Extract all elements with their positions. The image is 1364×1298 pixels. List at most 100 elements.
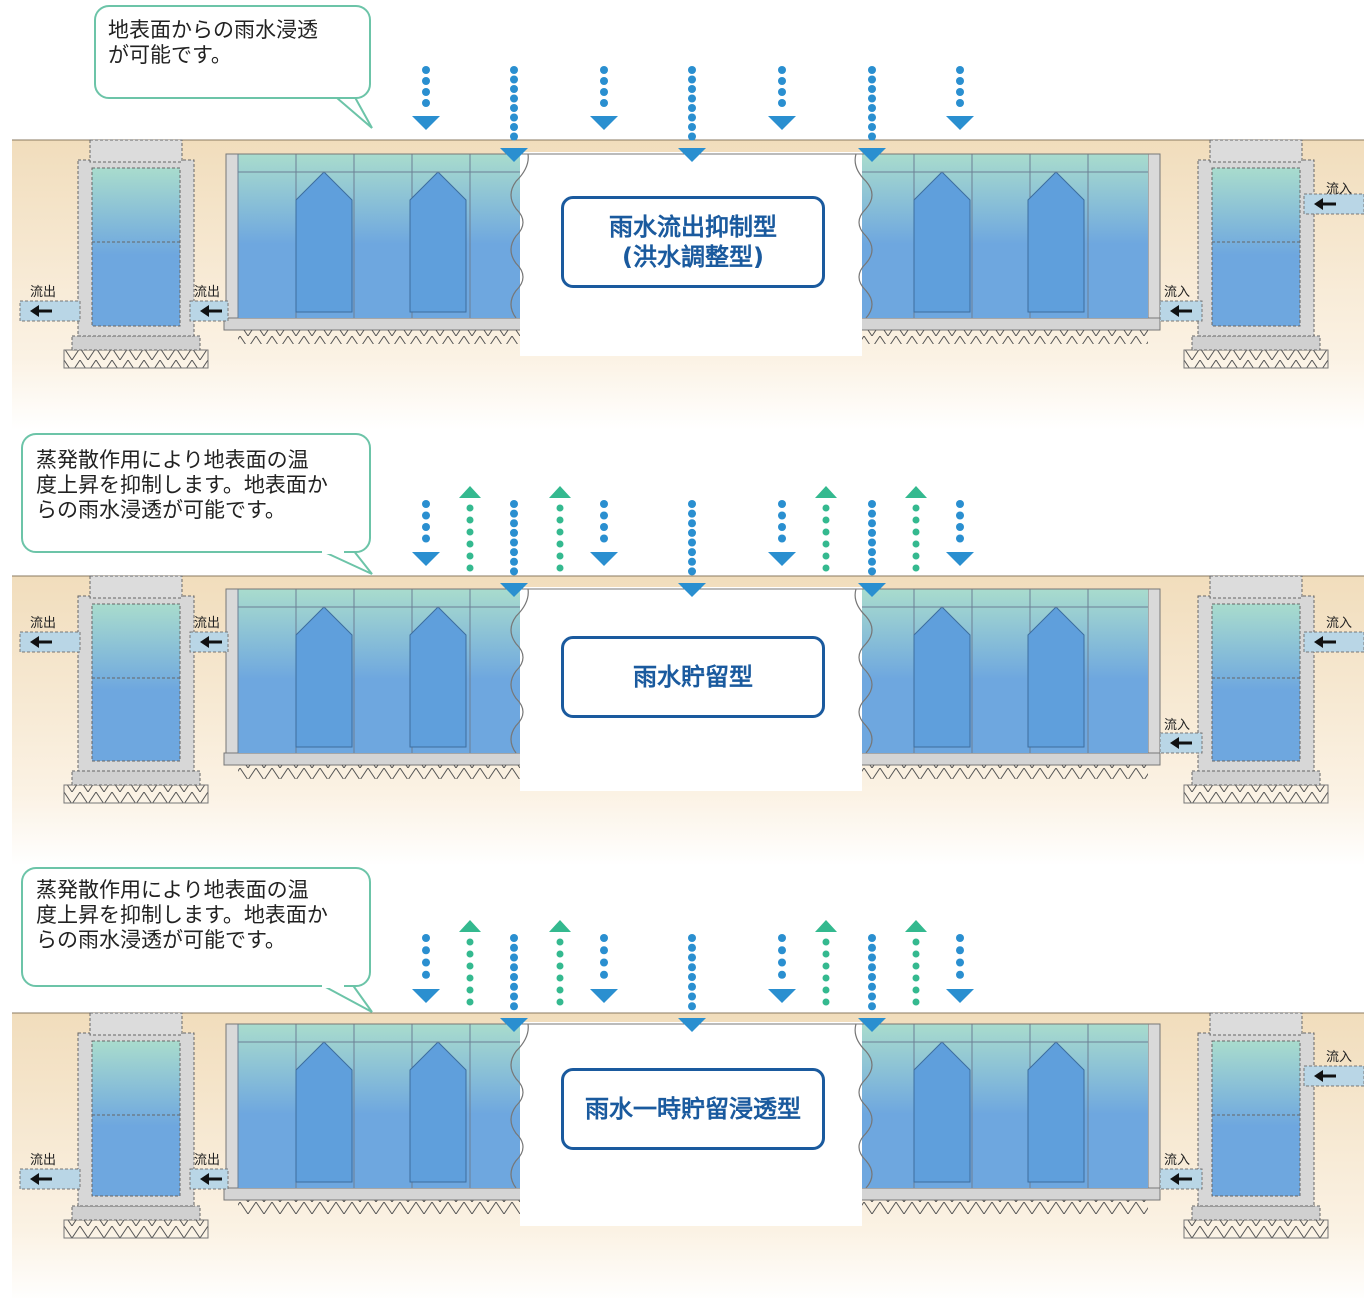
- rain-arrow-head: [768, 989, 796, 1003]
- rain-dot: [688, 85, 696, 93]
- inflow-label-tank: 流入: [1164, 285, 1191, 300]
- rain-dot: [956, 88, 964, 96]
- type-label: 雨水貯留型: [561, 636, 825, 718]
- inflow-pipe-tank-arrow-head: [1170, 737, 1179, 749]
- manhole-left-base: [71, 1205, 201, 1221]
- rain-dot: [688, 66, 696, 74]
- rain-dot: [600, 88, 608, 96]
- evap-dot: [466, 516, 474, 524]
- rain-dot: [868, 548, 876, 557]
- rain-dot: [510, 953, 518, 962]
- rain-dot: [600, 946, 608, 955]
- rain-dot: [868, 1002, 876, 1011]
- rain-dot: [510, 75, 518, 84]
- bubble-line: 蒸発散作用により地表面の温: [36, 878, 309, 902]
- rain-arrow-head: [946, 116, 974, 130]
- outflow-pipe-left-arrow-head: [30, 636, 39, 648]
- rain-dot: [868, 66, 876, 74]
- rain-dot: [688, 953, 696, 962]
- bubble-line: らの雨水浸透が可能です。: [36, 498, 286, 522]
- rain-dot: [688, 973, 696, 981]
- evap-dot: [466, 564, 474, 572]
- bubble-line: が可能です。: [108, 43, 232, 67]
- evap-dot: [822, 998, 830, 1006]
- rain-arrow-head: [678, 148, 706, 162]
- rain-dot: [422, 66, 430, 74]
- manhole-right-water: [1211, 603, 1301, 762]
- rain-dot: [688, 132, 696, 141]
- evap-dot: [912, 938, 920, 946]
- rain-arrow-head: [946, 552, 974, 566]
- rain-dot: [510, 567, 518, 576]
- evap-dot: [912, 962, 920, 970]
- rain-arrow-head: [590, 989, 618, 1003]
- rain-dot: [956, 99, 964, 107]
- rain-dot: [956, 534, 964, 543]
- rain-dot: [688, 538, 696, 547]
- inflow-pipe-tank-arrow-head: [1170, 1173, 1179, 1185]
- diagram-scene: [12, 867, 1364, 1298]
- rain-dot: [868, 500, 876, 508]
- evap-dot: [912, 504, 920, 512]
- module-pillar: [913, 171, 971, 313]
- manhole-left-water: [91, 1040, 181, 1197]
- rain-dot: [422, 88, 430, 96]
- rain-arrow-head: [500, 1018, 528, 1032]
- rain-dot: [688, 500, 696, 508]
- rain-dot: [422, 523, 430, 531]
- water-right: [856, 589, 1148, 753]
- evap-dot: [556, 540, 564, 548]
- rain-dot: [778, 523, 786, 531]
- rain-dot: [956, 958, 964, 967]
- module-pillar: [409, 606, 467, 748]
- manhole-left-footing: [63, 784, 209, 804]
- rain-dot: [778, 970, 786, 979]
- rain-dot: [688, 528, 696, 537]
- rain-arrow-head: [768, 116, 796, 130]
- water-left: [238, 589, 528, 753]
- cut-edge-right: [854, 1023, 873, 1189]
- evap-dot: [822, 528, 830, 536]
- inflow-label-right: 流入: [1326, 616, 1353, 631]
- evap-dot: [466, 962, 474, 970]
- rain-dot: [956, 66, 964, 74]
- rain-dot: [868, 992, 876, 1001]
- evap-dot: [912, 974, 920, 982]
- manhole-right-footing: [1183, 1219, 1329, 1239]
- rain-dot: [510, 94, 518, 103]
- rain-dot: [688, 123, 696, 131]
- rain-dot: [510, 557, 518, 566]
- outflow-pipe-left-arrow-head: [30, 305, 39, 317]
- speech-bubble-text: 地表面からの雨水浸透 が可能です。: [108, 18, 318, 68]
- module-pillar: [409, 171, 467, 313]
- rain-dot: [600, 77, 608, 85]
- tank-wall-right: [1147, 588, 1161, 754]
- rain-dot: [422, 511, 430, 520]
- tank-wall-left: [225, 153, 239, 319]
- manhole-left-water: [91, 167, 181, 327]
- rain-dot: [600, 500, 608, 508]
- speech-bubble: [21, 433, 371, 553]
- rain-dot: [422, 946, 430, 955]
- evap-dot: [822, 950, 830, 958]
- cut-edge-left: [510, 588, 529, 754]
- rain-arrow-head: [678, 583, 706, 597]
- rain-dot: [510, 85, 518, 93]
- rain-dot: [688, 75, 696, 84]
- manhole-right-footing: [1183, 349, 1329, 369]
- rain-dot: [422, 500, 430, 508]
- rain-dot: [510, 538, 518, 547]
- rain-arrow-head: [946, 989, 974, 1003]
- bubble-line: 度上昇を抑制します。地表面か: [36, 473, 328, 497]
- module-pillar: [1027, 1041, 1085, 1183]
- type-label: 雨水一時貯留浸透型: [561, 1068, 825, 1150]
- rain-dot: [510, 982, 518, 991]
- rain-dot: [778, 88, 786, 96]
- manhole-left-base: [71, 335, 201, 351]
- evap-arrow-head: [905, 920, 927, 932]
- evap-dot: [466, 938, 474, 946]
- manhole-left-base: [71, 770, 201, 786]
- rain-dot: [600, 99, 608, 107]
- rain-dot: [868, 557, 876, 566]
- rain-arrow-head: [768, 552, 796, 566]
